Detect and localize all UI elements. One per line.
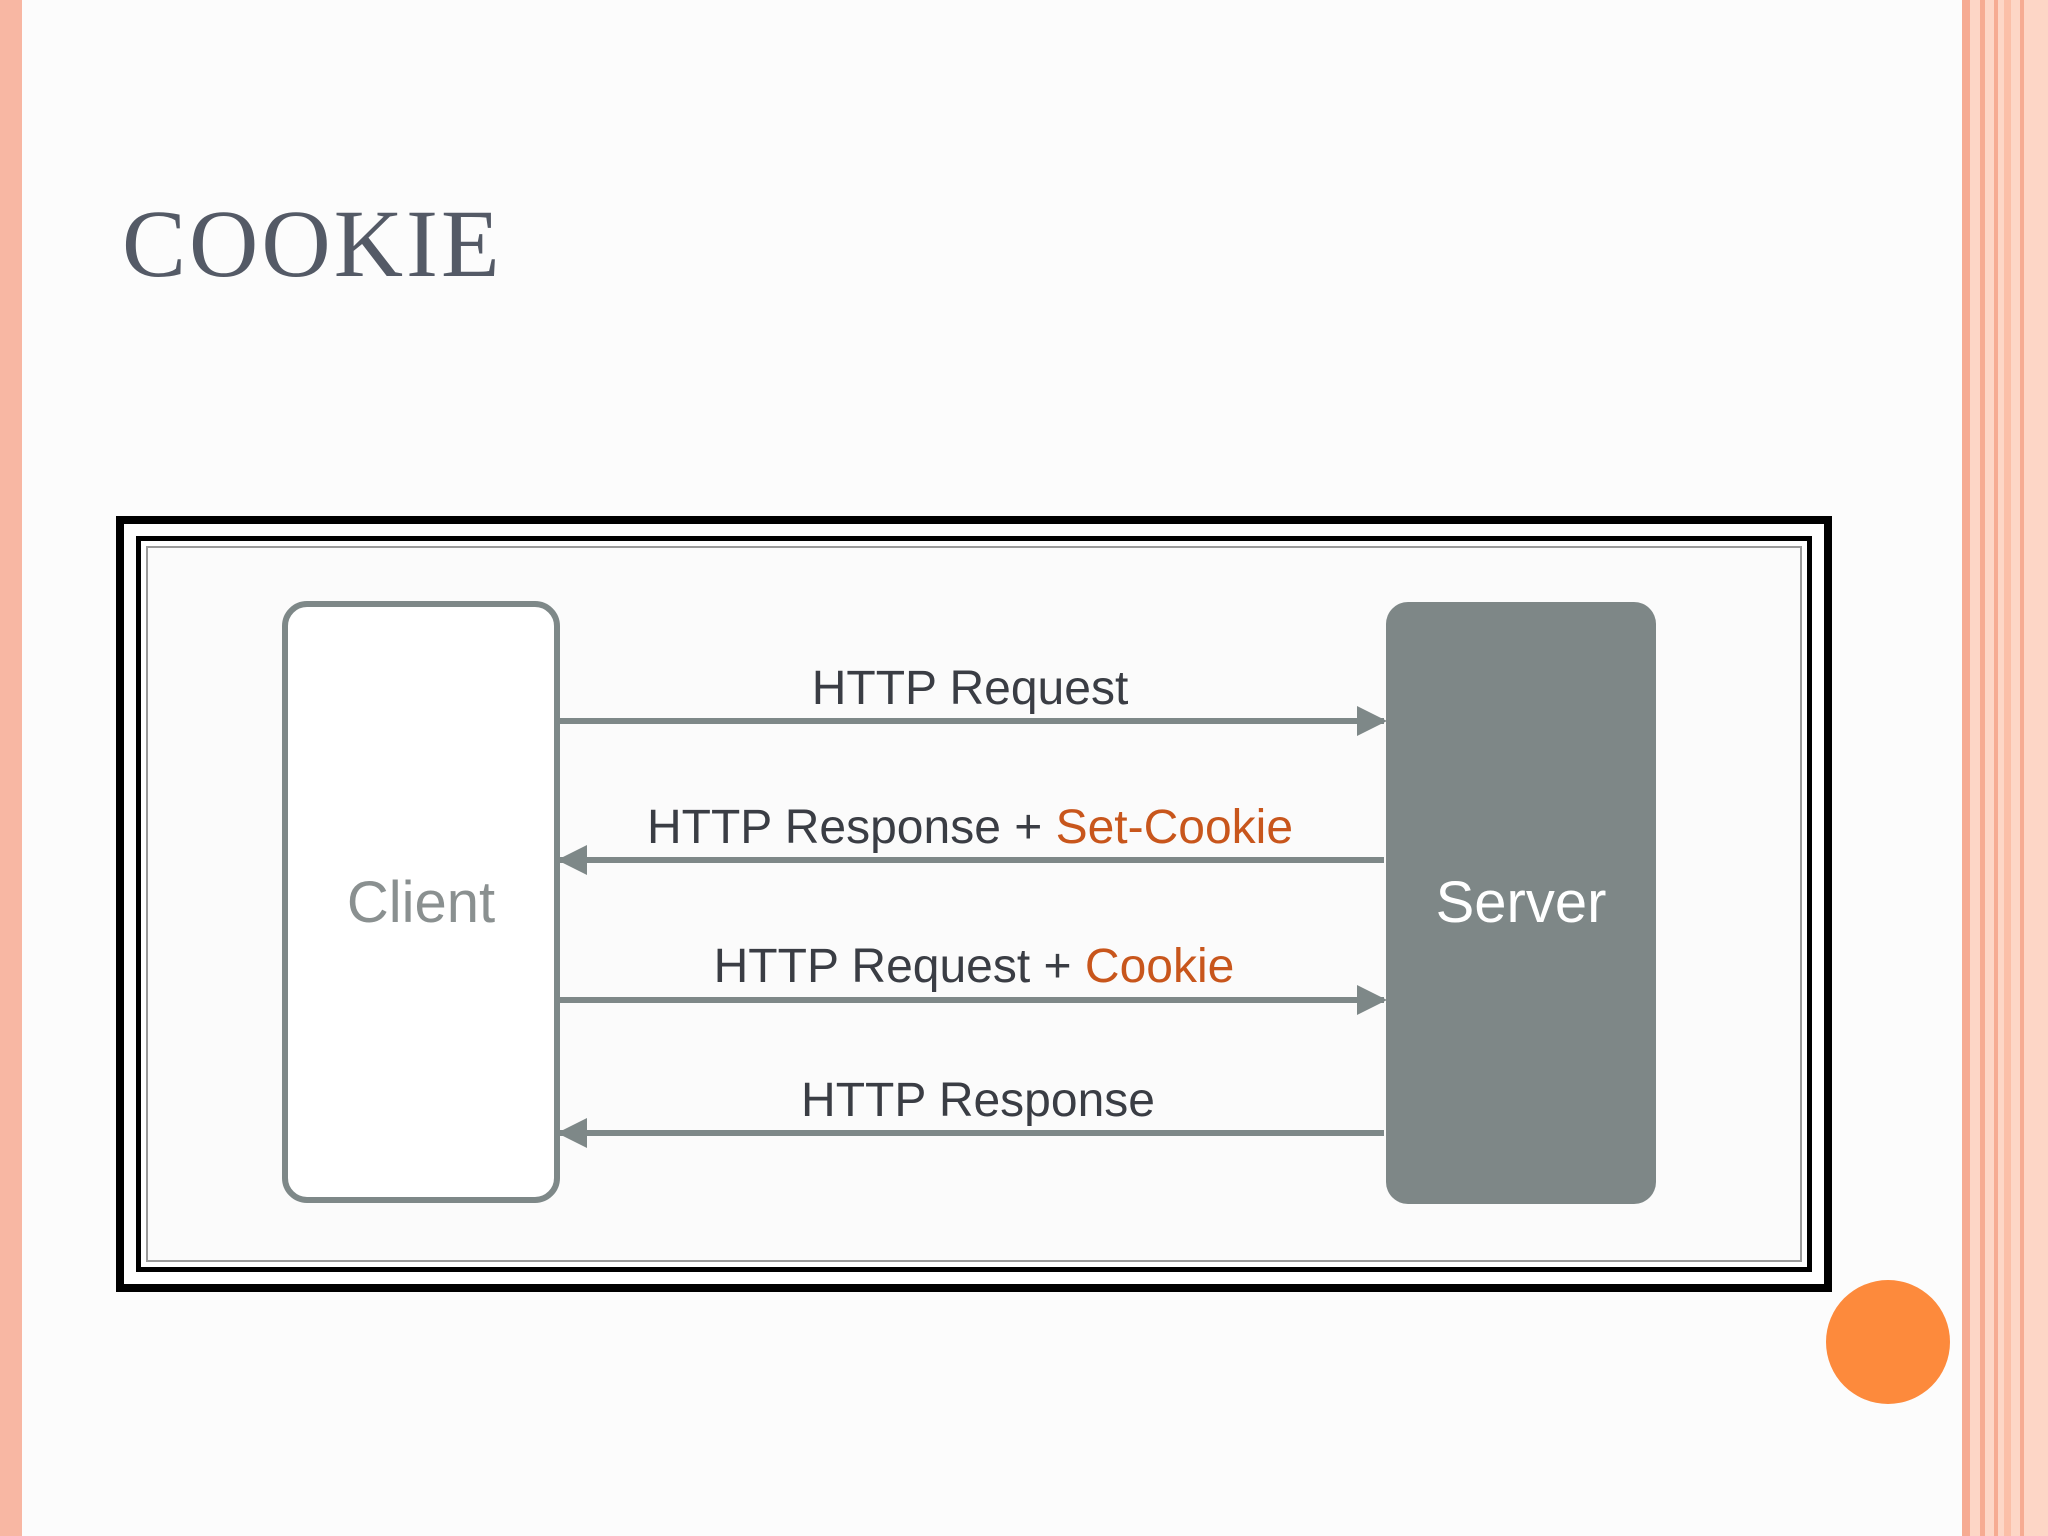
message-label: HTTP Response (801, 1074, 1155, 1127)
server-label: Server (1436, 870, 1607, 935)
client-label: Client (347, 870, 495, 935)
message-label: HTTP Response + Set-Cookie (647, 801, 1293, 854)
right-decorative-line (1994, 0, 1998, 1536)
right-decorative-line (1980, 0, 1985, 1536)
slide-title: COOKIE (122, 190, 503, 297)
right-decorative-line (2020, 0, 2024, 1536)
message-label: HTTP Request + Cookie (714, 940, 1235, 993)
decorative-circle (1826, 1280, 1950, 1404)
client-box (282, 601, 560, 1203)
left-decorative-stripe (0, 0, 22, 1536)
message-label: HTTP Request (812, 662, 1129, 715)
right-decorative-line (2004, 0, 2011, 1536)
right-decorative-line (1962, 0, 1970, 1536)
server-box (1386, 602, 1656, 1204)
